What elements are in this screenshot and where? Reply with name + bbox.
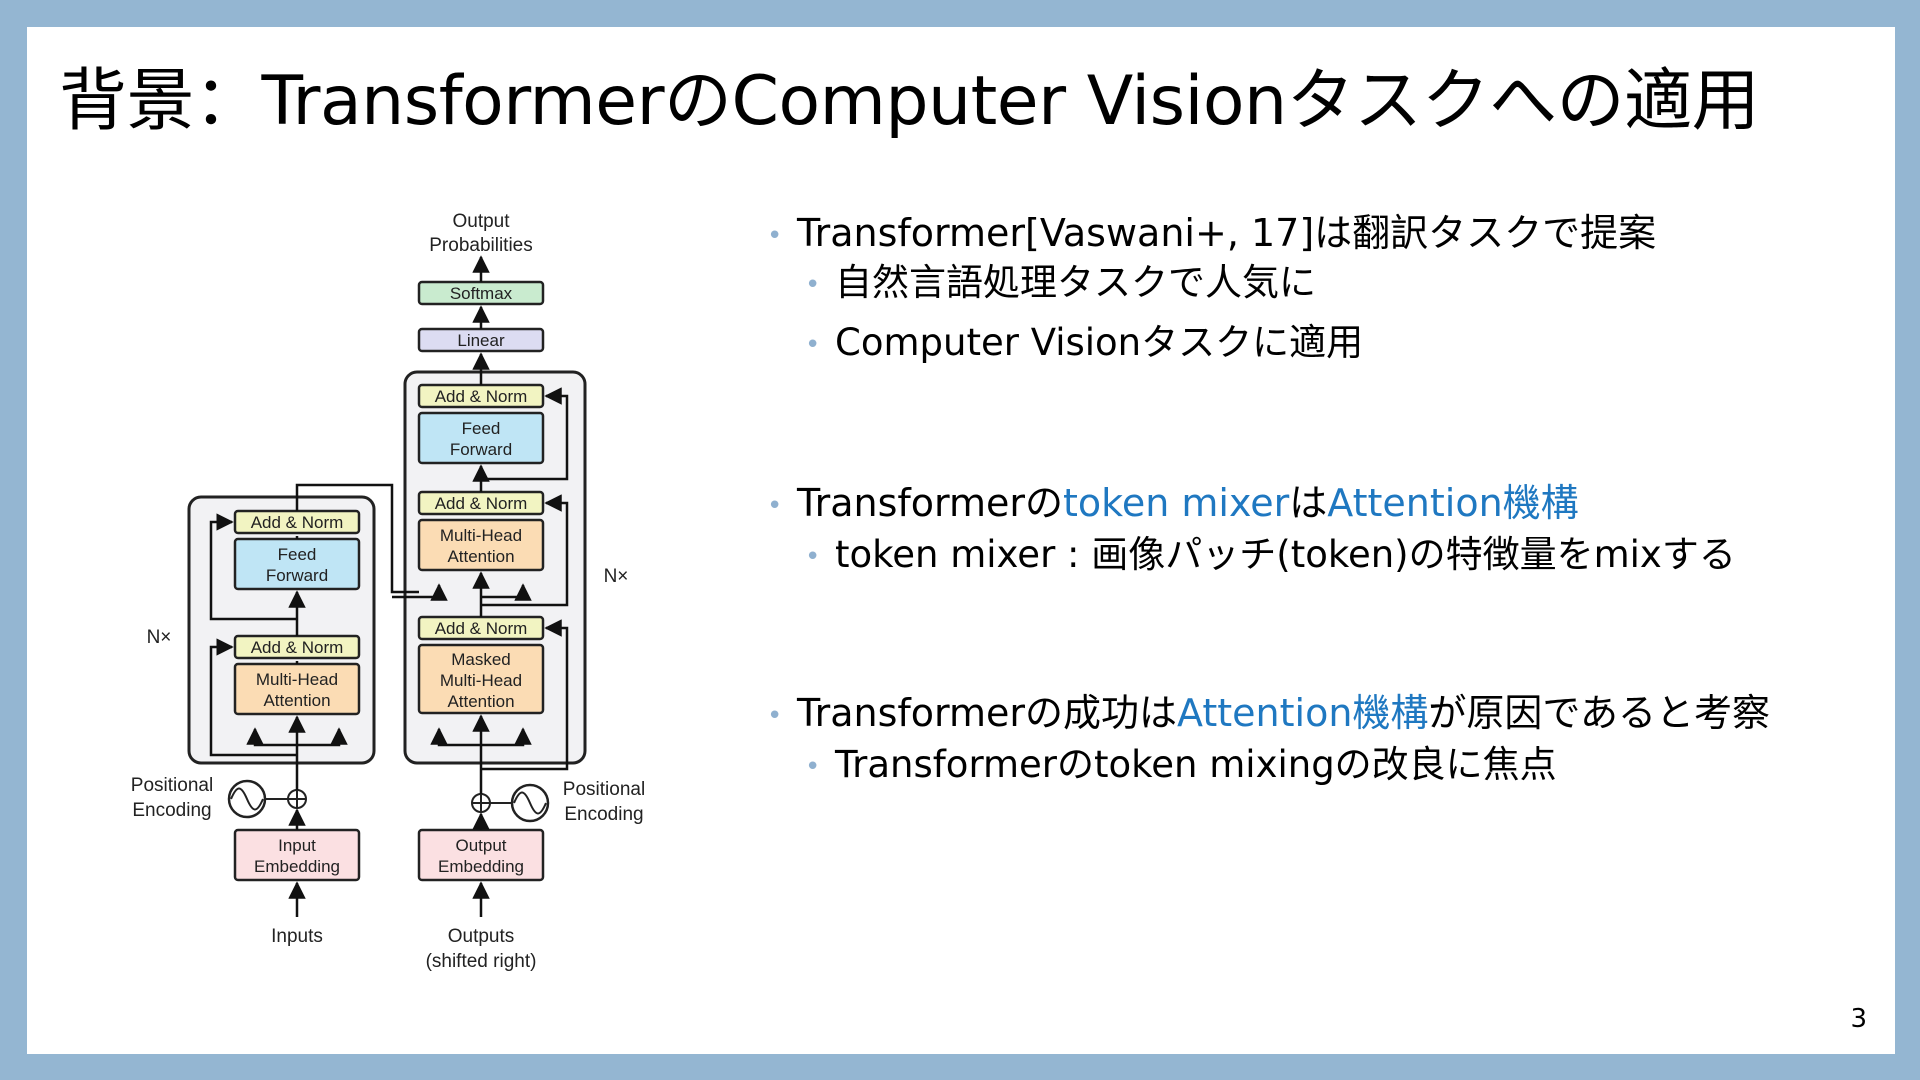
page-number: 3 [1850,1004,1867,1034]
svg-text:Multi-Head: Multi-Head [440,526,522,545]
bullet-2: •Transformerのtoken mixerはAttention機構 [767,481,1579,525]
svg-text:Attention: Attention [263,691,330,710]
bullet-3a: •Transformerのtoken mixingの改良に焦点 [805,743,1557,786]
bullet-1: •Transformer[Vaswani+, 17]は翻訳タスクで提案 [767,211,1657,255]
svg-text:Add & Norm: Add & Norm [435,387,528,406]
decoder-multi-head-attention [417,518,545,572]
svg-text:Forward: Forward [266,566,328,585]
svg-text:Add & Norm: Add & Norm [435,494,528,513]
svg-text:Multi-Head: Multi-Head [256,670,338,689]
bullet-dot-icon: • [805,751,821,782]
bullet-dot-icon: • [805,329,821,360]
svg-text:Multi-Head: Multi-Head [440,671,522,690]
bullet-dot-icon: • [767,700,783,731]
svg-text:Output: Output [455,836,506,855]
slide-title: 背景：TransformerのComputer Visionタスクへの適用 [59,62,1760,141]
decoder-feed-forward [417,411,545,465]
svg-text:Attention: Attention [447,692,514,711]
svg-text:Softmax: Softmax [450,284,513,303]
bullet-3: •Transformerの成功はAttention機構が原因であると考察 [767,691,1771,735]
svg-text:N×: N× [147,627,172,648]
encoder-block [187,495,376,765]
bullet-1a: •自然言語処理タスクで人気に [805,261,1316,304]
svg-text:Probabilities: Probabilities [429,235,533,256]
transformer-architecture-diagram: Add & Norm Feed Forward Add & Norm Multi… [131,211,645,972]
bullet-2a: •token mixer : 画像パッチ(token)の特徴量をmixする [805,533,1736,576]
svg-text:Masked: Masked [451,650,511,669]
bullet-1b: •Computer Visionタスクに適用 [805,321,1364,364]
svg-text:Feed: Feed [278,545,317,564]
svg-text:Output: Output [452,211,510,232]
svg-text:Positional: Positional [563,779,645,800]
svg-text:Add & Norm: Add & Norm [435,619,528,638]
svg-text:Inputs: Inputs [271,926,323,947]
bullet-dot-icon: • [805,541,821,572]
svg-text:Linear: Linear [457,331,505,350]
svg-text:(shifted right): (shifted right) [426,951,537,972]
svg-text:Outputs: Outputs [448,926,515,947]
decoder-masked-attention [417,643,545,715]
svg-text:Encoding: Encoding [132,800,211,821]
svg-text:Embedding: Embedding [254,857,340,876]
svg-text:Add & Norm: Add & Norm [251,638,344,657]
slide: 背景：TransformerのComputer Visionタスクへの適用 Ad… [27,27,1895,1054]
svg-text:Feed: Feed [462,419,501,438]
svg-text:Embedding: Embedding [438,857,524,876]
svg-text:Input: Input [278,836,316,855]
svg-text:Attention: Attention [447,547,514,566]
svg-text:Add & Norm: Add & Norm [251,513,344,532]
svg-text:Forward: Forward [450,440,512,459]
svg-text:Positional: Positional [131,775,213,796]
svg-text:N×: N× [604,566,629,587]
bullet-dot-icon: • [767,220,783,251]
svg-text:Encoding: Encoding [564,804,643,825]
bullet-dot-icon: • [767,490,783,521]
bullet-dot-icon: • [805,269,821,300]
